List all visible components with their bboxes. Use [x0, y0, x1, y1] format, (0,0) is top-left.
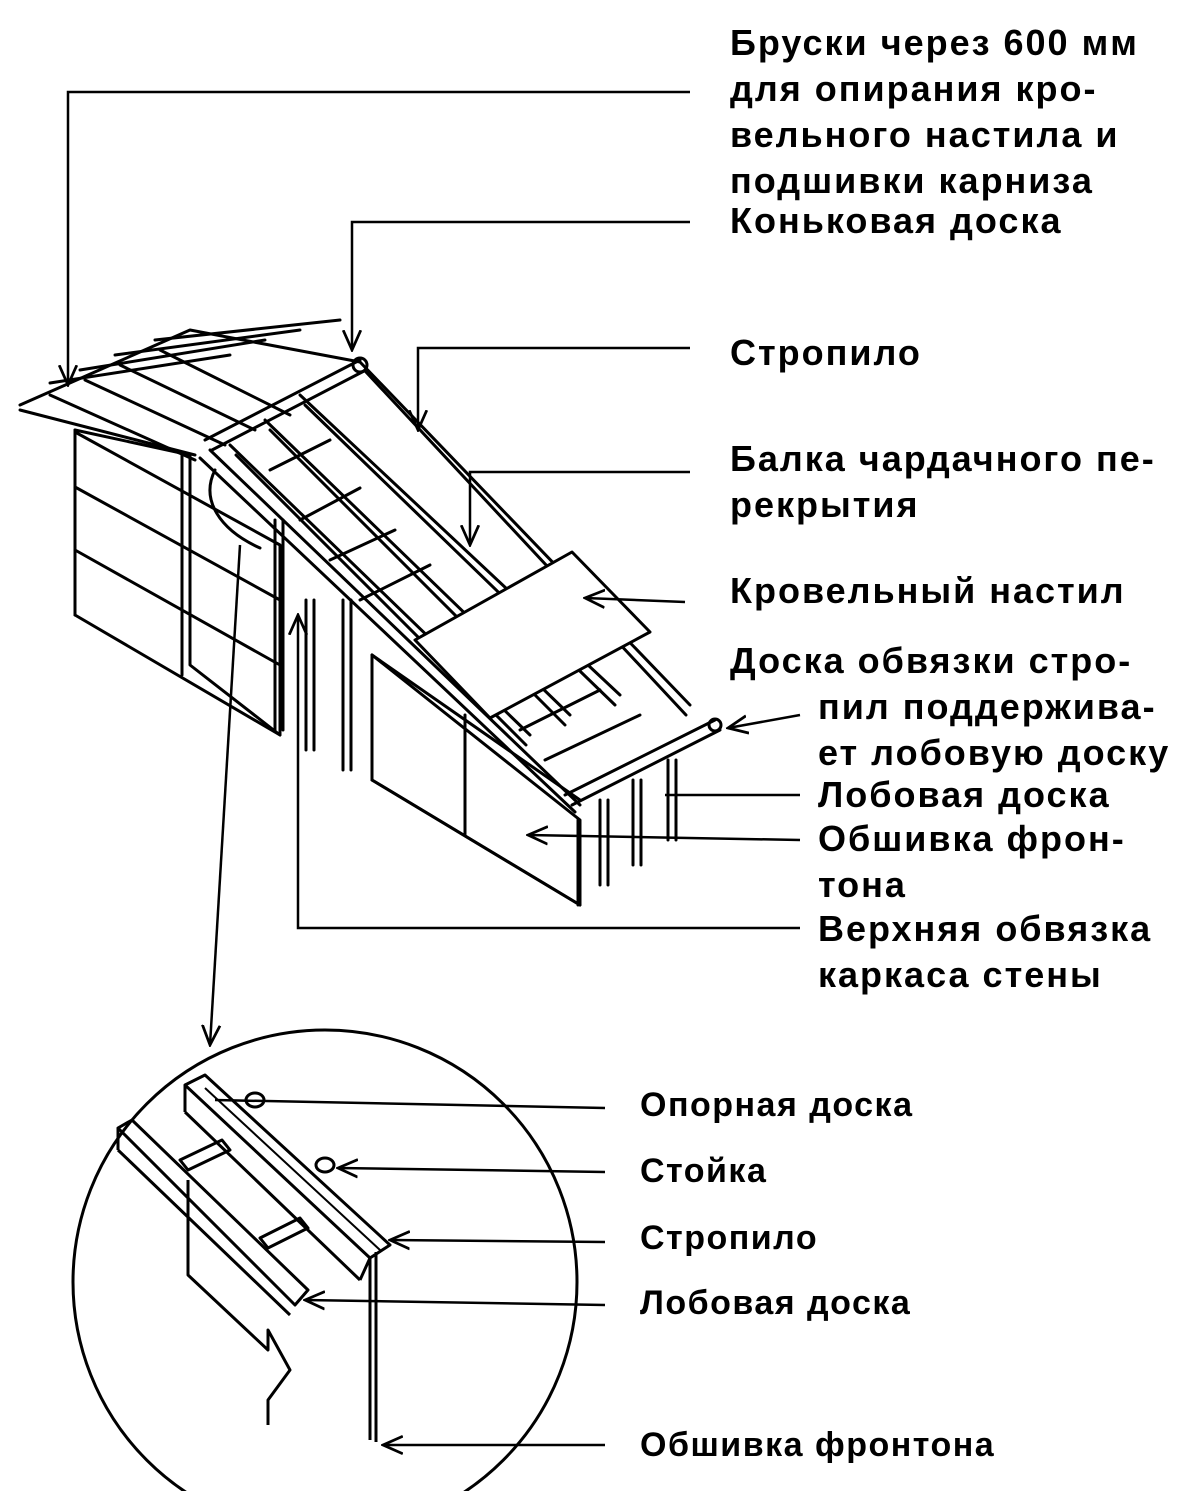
rafters-left-slope [18, 318, 362, 462]
left-gable-wall [73, 428, 282, 737]
leader-battens [68, 90, 690, 385]
label-detail-rafter: Стропило [640, 1219, 819, 1257]
eave-fascia [563, 717, 723, 807]
label-rafter-tie-board-line1: Доска обвязки стро- [730, 640, 1133, 681]
label-gable-sheathing: Обшивка фрон- тона [818, 818, 1126, 905]
label-detail-bearing-board: Опорная доска [640, 1086, 914, 1124]
label-rafter-tie-board-rest: пил поддержива- ет лобовую доску [818, 686, 1171, 773]
leader-top-plate [298, 615, 800, 930]
detail-cross-tie-1 [178, 1138, 232, 1172]
label-fascia-board: Лобовая доска [818, 774, 1111, 815]
label-roof-sheathing: Кровельный настил [730, 570, 1126, 611]
leader-roof-sheathing [585, 598, 686, 602]
front-gable-wall [370, 653, 582, 907]
label-detail-gable-sheathing: Обшивка фронтона [640, 1426, 996, 1464]
detail-leader-lines [214, 1098, 606, 1445]
main-roof-illustration [18, 318, 723, 907]
leader-gable-sheathing [528, 835, 801, 840]
leader-rafter-tie-board [728, 713, 801, 728]
label-rafter: Стропило [730, 332, 922, 373]
detail-reference-arc [208, 468, 262, 550]
detail-view [71, 1028, 579, 1491]
detail-cross-tie-2 [258, 1216, 310, 1250]
detail-rafter [116, 1118, 310, 1307]
leader-ceiling-joist [470, 470, 690, 545]
label-detail-stud: Стойка [640, 1152, 768, 1190]
label-ridge-board: Коньковая доска [730, 200, 1063, 241]
wall-studs [273, 518, 678, 907]
label-ceiling-joist: Балка чардачного пе- рекрытия [730, 438, 1156, 525]
leader-rafter [418, 346, 690, 430]
detail-gable-sheathing [186, 1180, 292, 1425]
leader-ridge-board [352, 220, 690, 350]
ridge-board [203, 356, 369, 452]
cross-battens [268, 438, 642, 762]
label-top-plate: Верхняя обвязка каркаса стены [818, 908, 1153, 995]
leader-to-detail [210, 544, 242, 1045]
label-battens: Бруски через 600 мм для опирания кро- ве… [730, 22, 1139, 201]
detail-circle [71, 1028, 579, 1491]
label-detail-fascia-board: Лобовая доска [640, 1284, 912, 1322]
leader-lines [68, 90, 801, 1045]
